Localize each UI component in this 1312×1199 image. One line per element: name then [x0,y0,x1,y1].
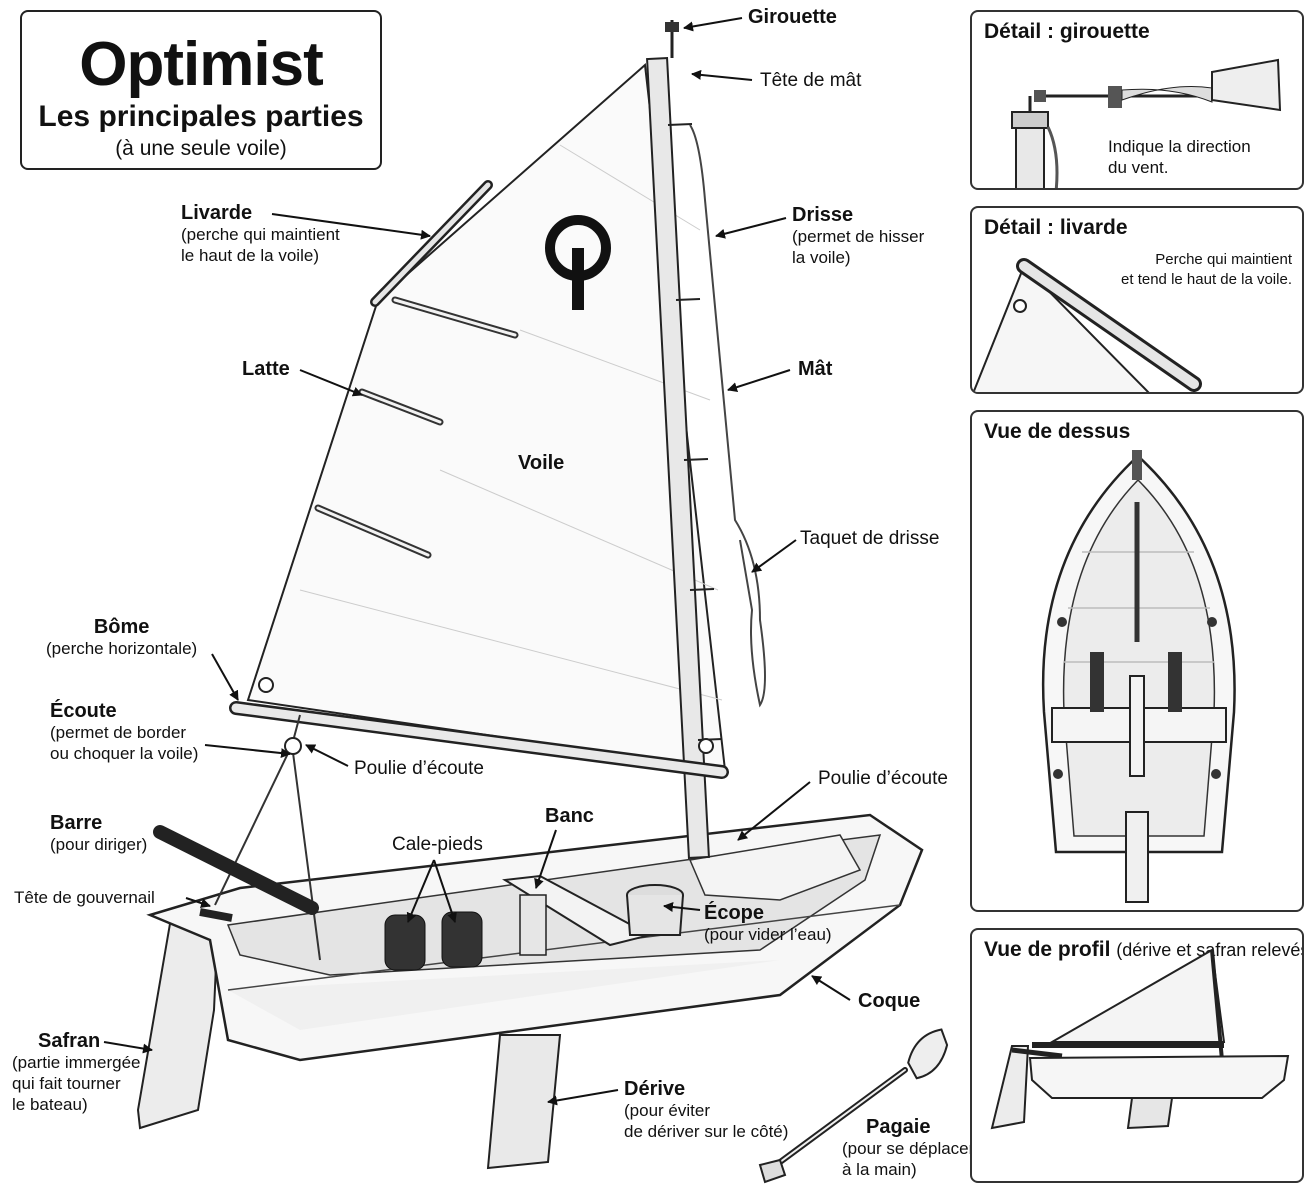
sprit-detail-drawing [972,258,1202,392]
label-banc: Banc [545,805,594,827]
panel-vue-profil: Vue de profil (dérive et safran relevés) [970,928,1304,1183]
label-livarde: Livarde (perche qui maintient le haut de… [181,202,340,265]
paddle-drawing [758,1028,949,1184]
top-view-drawing [1041,450,1236,903]
label-tete-mat: Tête de mât [760,70,862,91]
label-bome: Bôme (perche horizontale) [46,616,198,658]
tiller [153,825,319,915]
label-mat: Mât [798,358,833,380]
label-ecope: Écope (pour vider l’eau) [704,902,832,944]
label-latte: Latte [242,358,290,380]
panel-detail-livarde: Détail : livarde Perche qui maintient et… [970,206,1304,394]
panel-note: Indique la direction du vent. [1108,137,1251,177]
rudder-blade [136,910,220,1130]
foot-strap-1 [384,914,426,971]
label-coque: Coque [858,990,921,1012]
label-voile: Voile [518,452,565,474]
mast [646,56,710,860]
optimist-diagram [103,17,949,1184]
panel-title: Vue de profil (dérive et safran relevés) [984,938,1302,961]
panel-detail-girouette: Détail : girouette Indique la direction … [970,10,1304,190]
panel-note: Perche qui maintient et tend le haut de … [1121,251,1292,288]
label-ecoute: Écoute (permet de border ou choquer la v… [50,700,199,763]
label-tete-gouvernail: Tête de gouvernail [14,888,155,907]
wind-vane-detail-drawing [1011,58,1282,188]
panel-title: Détail : girouette [984,20,1150,43]
page-title-note: (à une seule voile) [115,137,287,160]
panel-title: Détail : livarde [984,216,1128,239]
foot-strap-2 [441,911,483,968]
panel-title: Vue de dessus [984,420,1131,443]
label-drisse: Drisse (permet de hisser la voile) [792,204,925,267]
label-barre: Barre (pour diriger) [50,812,148,854]
wind-vane [665,22,679,32]
label-poulie-ecoute-1: Poulie d’écoute [354,758,484,779]
halyard [689,124,766,708]
label-poulie-ecoute-2: Poulie d’écoute [818,768,948,789]
label-taquet: Taquet de drisse [800,528,940,549]
label-girouette: Girouette [748,6,837,28]
label-safran: Safran (partie immergée qui fait tourner… [12,1030,141,1114]
panel-vue-dessus: Vue de dessus [970,410,1304,912]
daggerboard [486,1034,562,1170]
page-title: Optimist [79,30,323,99]
label-pagaie: Pagaie (pour se déplacer à la main) [842,1116,975,1179]
label-derive: Dérive (pour éviter de dériver sur le cô… [624,1078,789,1141]
profile-view-drawing [990,948,1290,1130]
title-box: Optimist Les principales parties (à une … [20,10,382,170]
label-cale-pieds: Cale-pieds [392,834,483,855]
page-subtitle: Les principales parties [38,100,364,133]
